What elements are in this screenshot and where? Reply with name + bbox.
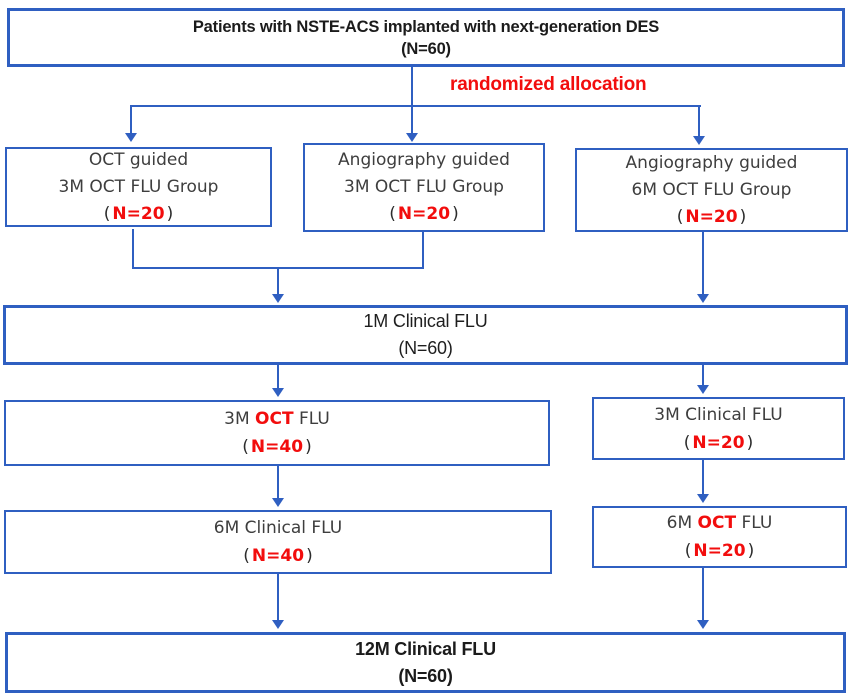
paren-open: (	[389, 204, 396, 224]
arrow-row4-right-head	[697, 494, 709, 503]
text-pre: 3M	[224, 409, 256, 429]
merge-line-from-group1	[132, 229, 134, 269]
node-angio-guided-6m-n: (N=20)	[675, 204, 748, 231]
paren-open: (	[103, 203, 111, 224]
randomized-allocation-label: randomized allocation	[450, 74, 647, 95]
arrow-merge-head	[272, 294, 284, 303]
node-patients-title: Patients with NSTE-ACS implanted with ne…	[192, 17, 660, 36]
arrow-top-stem-shaft	[411, 66, 413, 133]
arrow-1m-right-shaft	[702, 365, 704, 385]
text-post: FLU	[293, 409, 330, 429]
node-patients-top: Patients with NSTE-ACS implanted with ne…	[7, 8, 845, 67]
node-3m-oct-flu-n: (N=40)	[240, 433, 313, 461]
node-6m-clinical-flu-n: (N=40)	[241, 542, 314, 570]
arrow-group3-shaft	[702, 232, 704, 294]
arrow-row4-left-shaft	[277, 466, 279, 498]
text-pre: 6M	[666, 513, 698, 533]
branch-line	[130, 105, 701, 107]
paren-open: (	[683, 432, 691, 453]
node-oct-guided-3m-line1: OCT guided	[88, 149, 189, 170]
text-oct-red: OCT	[697, 513, 737, 533]
node-3m-oct-flu: 3M OCT FLU (N=40)	[4, 400, 550, 466]
node-1m-clinical-flu: 1M Clinical FLU (N=60)	[3, 305, 848, 365]
node-6m-clinical-flu-line1: 6M Clinical FLU	[213, 518, 343, 538]
node-angio-guided-3m-line2: 3M OCT FLU Group	[344, 177, 504, 197]
paren-close: )	[746, 432, 754, 453]
n-value: N=20	[693, 541, 746, 561]
node-angio-guided-6m-line1: Angiography guided	[625, 152, 798, 173]
arrow-row5-right-shaft	[702, 568, 704, 620]
paren-close: )	[747, 541, 755, 561]
n-value: N=40	[251, 546, 305, 566]
node-angio-guided-6m: Angiography guided 6M OCT FLU Group (N=2…	[575, 148, 848, 232]
node-oct-guided-3m-line2: 3M OCT FLU Group	[58, 176, 219, 197]
merge-line-from-group2	[422, 231, 424, 269]
node-6m-oct-flu: 6M OCT FLU (N=20)	[592, 506, 847, 568]
n-value: N=20	[692, 432, 745, 453]
arrow-group3-head	[697, 294, 709, 303]
paren-open: (	[676, 206, 684, 227]
node-angio-guided-3m-n: (N=20)	[387, 201, 460, 228]
node-3m-oct-flu-line1: 3M OCT FLU	[224, 405, 330, 433]
n-value: N=20	[397, 204, 451, 224]
arrow-1m-left-head	[272, 388, 284, 397]
paren-close: )	[305, 437, 312, 457]
arrow-branch-left-shaft	[130, 105, 132, 133]
n-value: N=20	[685, 206, 738, 227]
node-6m-oct-flu-line1: 6M OCT FLU	[667, 509, 773, 537]
node-3m-clinical-flu-line1: 3M Clinical FLU	[654, 404, 783, 425]
n-value: N=40	[250, 437, 304, 457]
arrow-row5-left-head	[272, 620, 284, 629]
paren-close: )	[739, 206, 747, 227]
paren-open: (	[242, 437, 249, 457]
arrow-row5-right-head	[697, 620, 709, 629]
node-angio-guided-3m-line1: Angiography guided	[338, 150, 510, 170]
paren-close: )	[166, 203, 174, 224]
arrow-branch-left-head	[125, 133, 137, 142]
node-6m-oct-flu-n: (N=20)	[683, 537, 756, 565]
node-12m-line1: 12M Clinical FLU	[355, 638, 496, 659]
arrow-branch-right-shaft	[698, 105, 700, 136]
arrow-1m-left-shaft	[277, 365, 279, 388]
text-oct-red: OCT	[255, 409, 294, 429]
paren-close: )	[306, 546, 313, 566]
arrow-merge-shaft	[277, 267, 279, 294]
paren-open: (	[684, 541, 692, 561]
node-patients-n: (N=60)	[401, 39, 451, 58]
node-1m-line1: 1M Clinical FLU	[363, 311, 488, 331]
node-oct-guided-3m-n: (N=20)	[102, 201, 175, 228]
arrow-top-stem-head	[406, 133, 418, 142]
node-12m-n: (N=60)	[398, 665, 453, 686]
node-1m-n: (N=60)	[398, 338, 453, 358]
paren-close: )	[452, 204, 459, 224]
arrow-branch-right-head	[693, 136, 705, 145]
node-12m-clinical-flu: 12M Clinical FLU (N=60)	[5, 632, 846, 693]
text-post: FLU	[736, 513, 773, 533]
arrow-row5-left-shaft	[277, 574, 279, 620]
node-6m-clinical-flu: 6M Clinical FLU (N=40)	[4, 510, 552, 574]
arrow-row4-left-head	[272, 498, 284, 507]
node-angio-guided-6m-line2: 6M OCT FLU Group	[631, 179, 792, 200]
n-value: N=20	[112, 203, 165, 224]
node-oct-guided-3m: OCT guided 3M OCT FLU Group (N=20)	[5, 147, 272, 227]
node-3m-clinical-flu: 3M Clinical FLU (N=20)	[592, 397, 845, 460]
arrow-row4-right-shaft	[702, 460, 704, 494]
node-3m-clinical-flu-n: (N=20)	[682, 429, 755, 457]
arrow-1m-right-head	[697, 385, 709, 394]
node-angio-guided-3m: Angiography guided 3M OCT FLU Group (N=2…	[303, 143, 545, 232]
paren-open: (	[243, 546, 250, 566]
